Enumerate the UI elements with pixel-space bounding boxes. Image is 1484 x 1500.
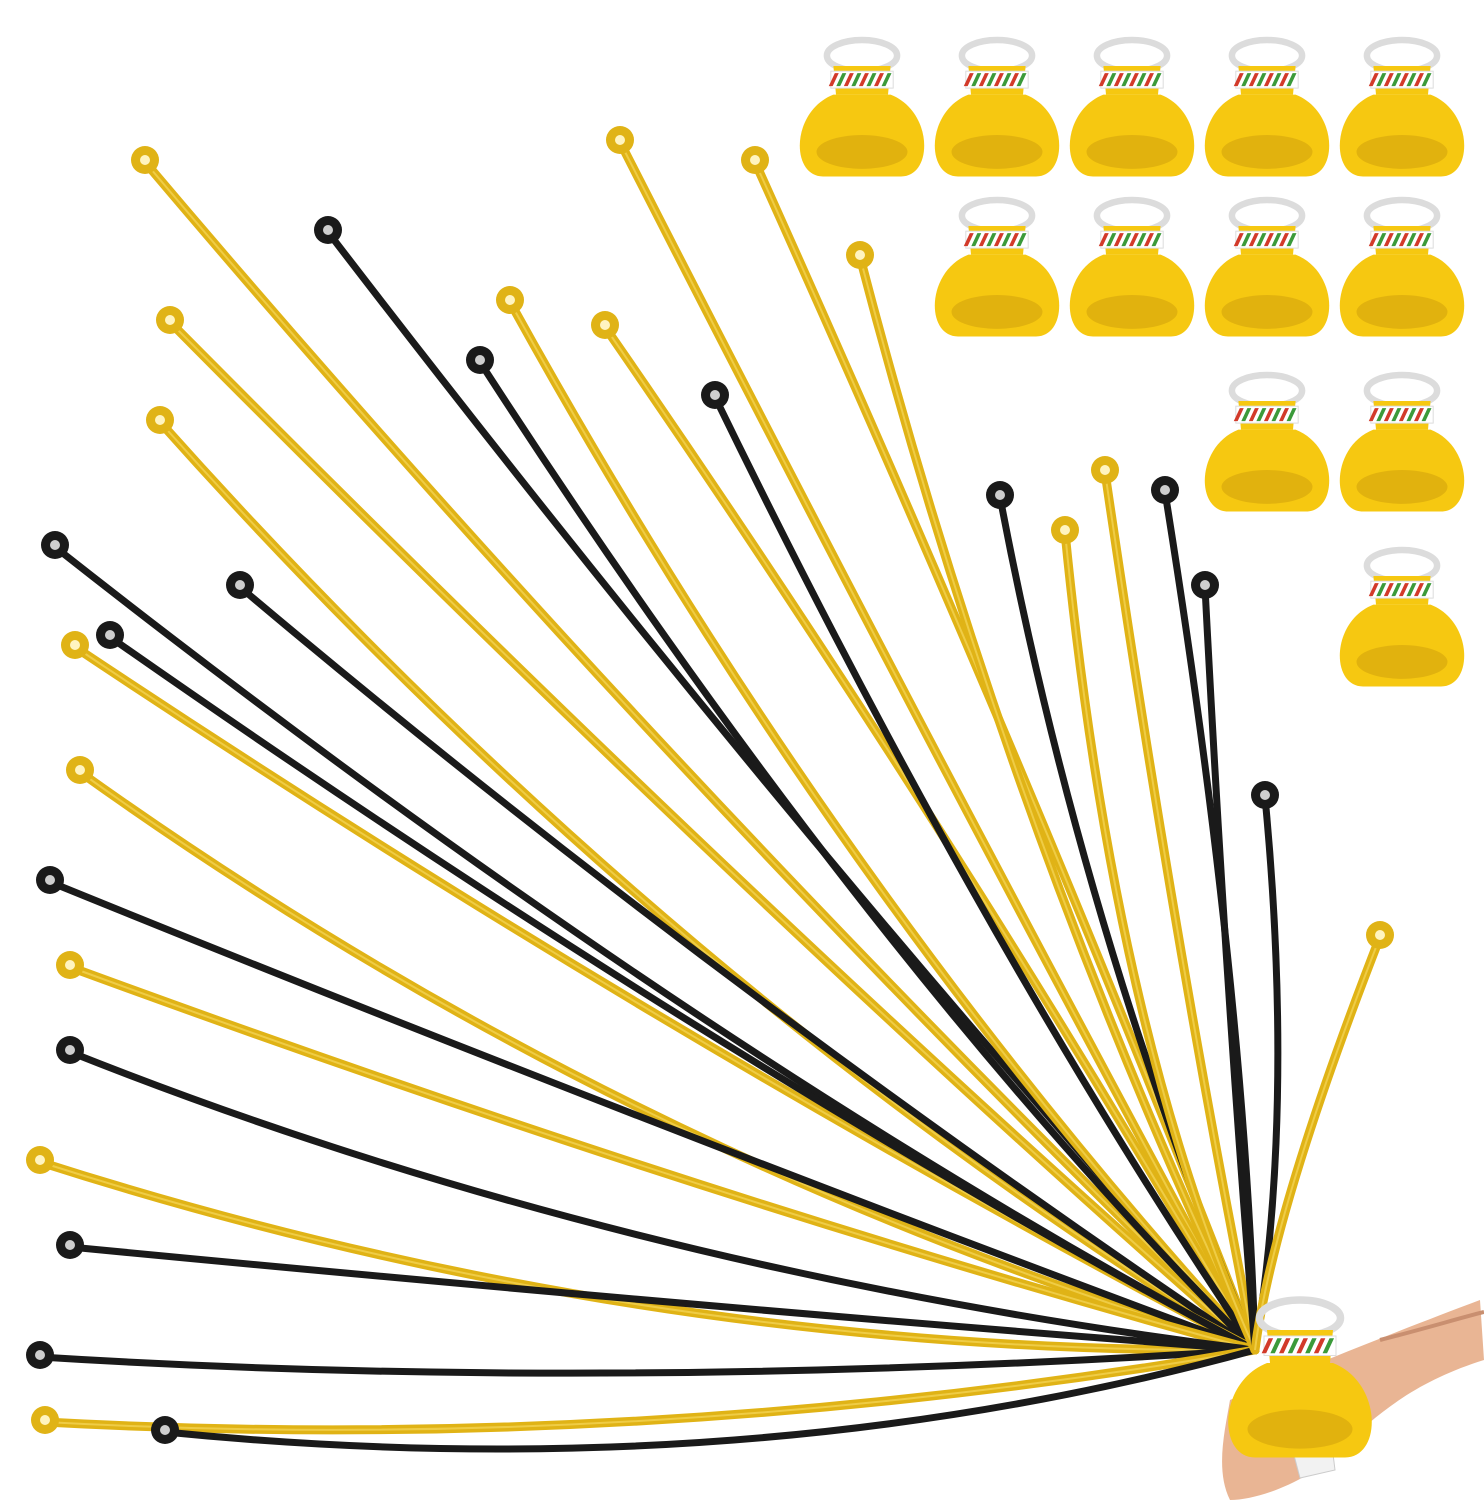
streamer	[1191, 571, 1259, 1354]
party-popper	[1339, 546, 1465, 687]
party-popper	[1228, 1296, 1372, 1458]
popper-band	[1368, 230, 1434, 249]
streamer	[36, 866, 1259, 1354]
streamer	[606, 126, 1260, 1355]
streamer	[151, 1346, 1259, 1453]
party-popper	[934, 196, 1060, 337]
streamer	[1091, 456, 1260, 1355]
party-popper	[1069, 36, 1195, 177]
streamer	[701, 381, 1259, 1354]
popper-band	[1368, 580, 1434, 599]
streamer	[26, 1341, 1259, 1377]
party-popper	[934, 36, 1060, 177]
streamer	[466, 346, 1259, 1354]
streamer	[56, 1231, 1259, 1354]
party-popper	[1204, 196, 1330, 337]
popper-band	[1368, 405, 1434, 424]
streamer	[146, 406, 1260, 1355]
streamer	[156, 306, 1260, 1355]
streamer	[496, 286, 1260, 1355]
streamer	[56, 951, 1260, 1355]
streamer	[846, 241, 1260, 1355]
popper-band	[963, 70, 1029, 89]
streamers	[26, 126, 1394, 1453]
popper-band	[1233, 230, 1299, 249]
streamer	[31, 1345, 1260, 1435]
streamer	[1051, 516, 1260, 1355]
party-popper	[799, 36, 925, 177]
streamer	[131, 146, 1260, 1355]
popper-band	[1368, 70, 1434, 89]
streamer	[66, 756, 1260, 1355]
streamer	[226, 571, 1259, 1354]
popper-grid	[799, 36, 1465, 687]
party-popper	[1339, 196, 1465, 337]
party-popper	[1204, 371, 1330, 512]
popper-band	[1098, 70, 1164, 89]
popper-band	[1233, 405, 1299, 424]
popper-band	[963, 230, 1029, 249]
party-popper	[1339, 371, 1465, 512]
popper-band	[1098, 230, 1164, 249]
party-popper	[1204, 36, 1330, 177]
streamer	[26, 1146, 1260, 1355]
held-popper	[1228, 1296, 1372, 1458]
streamer	[96, 621, 1259, 1354]
party-popper	[1339, 36, 1465, 177]
popper-band	[828, 70, 894, 89]
streamer	[56, 1036, 1259, 1354]
popper-band	[1261, 1335, 1337, 1356]
popper-band	[1233, 70, 1299, 89]
party-popper	[1069, 196, 1195, 337]
